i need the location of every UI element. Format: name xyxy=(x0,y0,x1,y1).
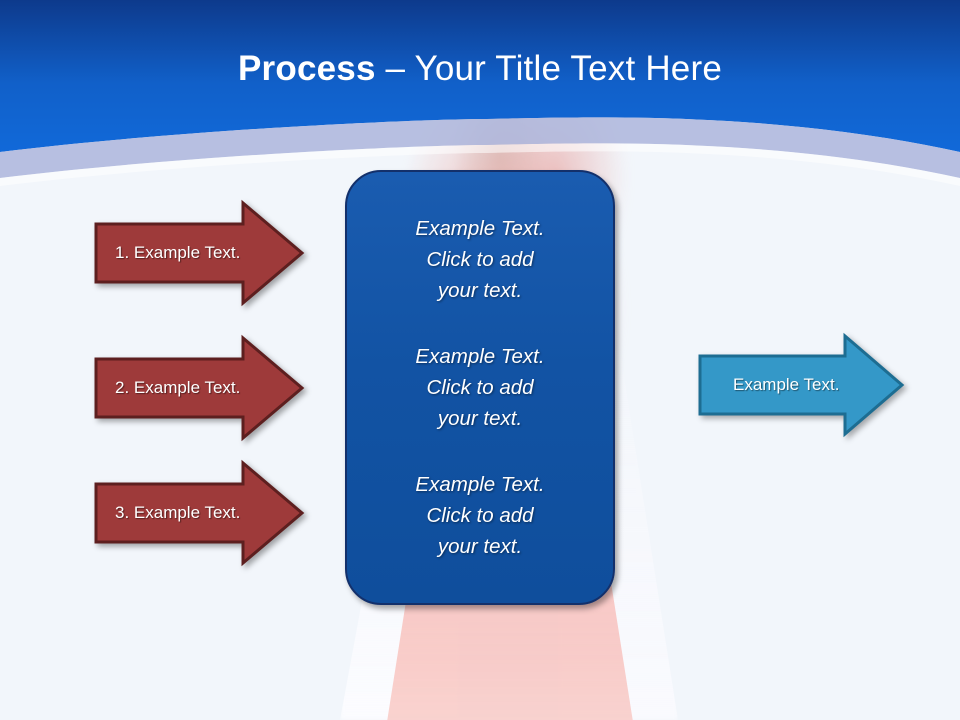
page-title-bold: Process xyxy=(238,49,376,88)
process-paragraph-2: Example Text. Click to add your text. xyxy=(363,341,597,434)
process-paragraph-2-line-2: Click to add xyxy=(426,376,534,399)
step-arrow-2-shape xyxy=(94,334,305,442)
process-paragraph-2-line-1: Example Text. xyxy=(415,345,545,368)
outcome-arrow[interactable]: Example Text. xyxy=(697,332,905,438)
page-title-rest: – Your Title Text Here xyxy=(375,49,722,88)
process-content-box[interactable]: Example Text. Click to add your text. Ex… xyxy=(345,170,615,605)
page-title: Process – Your Title Text Here xyxy=(0,48,960,90)
process-paragraph-1: Example Text. Click to add your text. xyxy=(363,213,597,306)
step-arrow-3-shape xyxy=(94,459,305,567)
process-paragraph-3-line-2: Click to add xyxy=(426,504,534,527)
step-arrow-2-label: 2. Example Text. xyxy=(115,378,241,397)
outcome-arrow-label: Example Text. xyxy=(733,375,840,394)
step-arrow-2[interactable]: 2. Example Text. xyxy=(93,334,305,442)
process-paragraph-3-line-3: your text. xyxy=(437,535,523,558)
step-arrow-1-label: 1. Example Text. xyxy=(115,243,241,262)
process-paragraph-1-line-3: your text. xyxy=(437,279,523,302)
process-paragraph-2-line-3: your text. xyxy=(437,407,523,430)
header-banner xyxy=(0,0,960,190)
process-paragraph-1-line-2: Click to add xyxy=(426,248,534,271)
step-arrow-3[interactable]: 3. Example Text. xyxy=(93,459,305,567)
process-paragraph-1-line-1: Example Text. xyxy=(415,217,545,240)
outcome-arrow-shape xyxy=(698,332,905,438)
step-arrow-3-label: 3. Example Text. xyxy=(115,503,241,522)
process-paragraph-3-line-1: Example Text. xyxy=(415,473,545,496)
header-swoosh-band xyxy=(0,117,960,178)
step-arrow-1-shape xyxy=(94,199,305,307)
process-paragraph-3: Example Text. Click to add your text. xyxy=(363,469,597,562)
step-arrow-1[interactable]: 1. Example Text. xyxy=(93,199,305,307)
